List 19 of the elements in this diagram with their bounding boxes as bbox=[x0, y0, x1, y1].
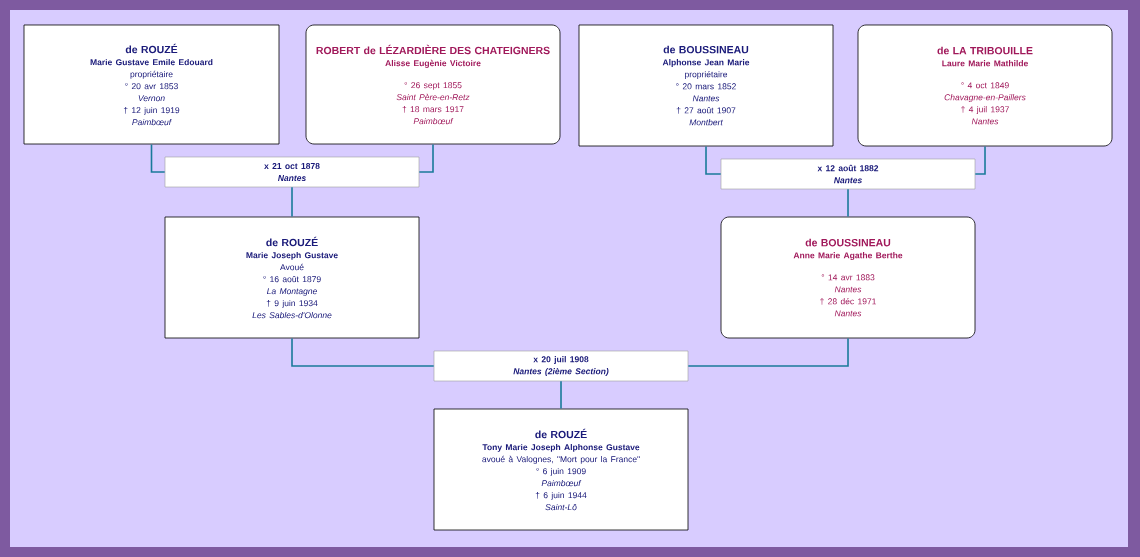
connector-line bbox=[291, 186, 293, 218]
person-box: de ROUZÉ Marie Gustave Emile Edouard propriétaire ° 20 avr 1853 Vernon † 12 juin 1919 Paimbœuf bbox=[23, 24, 280, 145]
person-box: de ROUZÉ Tony Marie Joseph Alphonse Gustave avoué à Valognes, "Mort pour la France" ° 6 juin 1909 Paimbœuf † 6 juin 1944 Saint-Lô bbox=[433, 408, 689, 531]
connector-line bbox=[150, 143, 166, 173]
connector-line bbox=[560, 380, 562, 410]
connector-line bbox=[847, 188, 849, 218]
person-box: de LA TRIBOUILLE Laure Marie Mathilde ° 4 oct 1849 Chavagne-en-Paillers † 4 juil 1937 Nantes bbox=[857, 24, 1113, 147]
marriage-box: x 12 août 1882 Nantes bbox=[720, 158, 976, 190]
marriage-box: x 21 oct 1878 Nantes bbox=[164, 156, 420, 188]
connector-line bbox=[291, 337, 435, 367]
connector-line bbox=[687, 337, 849, 367]
person-box: de BOUSSINEAU Alphonse Jean Marie propriétaire ° 20 mars 1852 Nantes † 27 août 1907 Montbert bbox=[578, 24, 834, 147]
connector-line bbox=[705, 145, 722, 175]
connector-line bbox=[974, 145, 986, 175]
person-box: de ROUZÉ Marie Joseph Gustave Avoué ° 16 août 1879 La Montagne † 9 juin 1934 Les Sables-d'Olonne bbox=[164, 216, 420, 339]
person-box: ROBERT de LÉZARDIÈRE DES CHATEIGNERS Alisse Eugènie Victoire ° 26 sept 1855 Saint Père-en-Retz † 18 mars 1917 Paimbœuf bbox=[305, 24, 561, 145]
connector-line bbox=[418, 143, 434, 173]
marriage-box: x 20 juil 1908 Nantes (2ième Section) bbox=[433, 350, 689, 382]
person-box: de BOUSSINEAU Anne Marie Agathe Berthe ° 14 avr 1883 Nantes † 28 déc 1971 Nantes bbox=[720, 216, 976, 339]
